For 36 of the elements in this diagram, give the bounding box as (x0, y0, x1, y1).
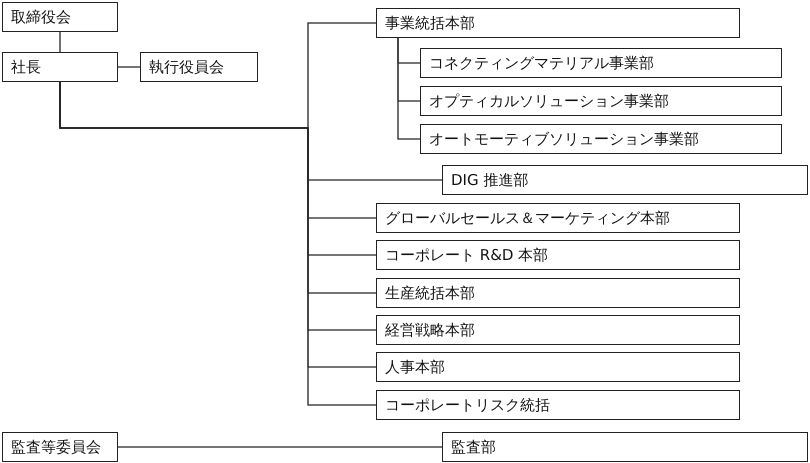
org-box (420, 48, 782, 78)
unit-label: オプティカルソリューション事業部 (429, 92, 669, 110)
connector-line (118, 66, 140, 68)
org-box (442, 432, 808, 462)
unit-label: 社長 (11, 58, 41, 76)
connector-line (397, 38, 420, 140)
org-box (420, 124, 782, 154)
unit-label: 執行役員会 (149, 58, 224, 76)
unit-label: 取締役会 (11, 8, 71, 26)
connector-line (59, 32, 61, 52)
unit-label: オートモーティブソリューション事業部 (429, 130, 699, 148)
org-box (376, 352, 740, 382)
connector-line (118, 446, 442, 448)
unit-label: DIG 推進部 (451, 170, 528, 190)
org-box (2, 432, 118, 462)
org-box (376, 390, 740, 420)
unit-label: グローバルセールス＆マーケティング本部 (385, 208, 670, 228)
org-box (420, 86, 782, 116)
unit-label: コーポレート R&D 本部 (385, 246, 548, 264)
unit-label: 事業統括本部 (385, 14, 475, 32)
org-box (376, 240, 740, 270)
org-box (442, 165, 808, 195)
unit-label: コーポレートリスク統括 (385, 396, 550, 414)
org-box (376, 278, 740, 308)
unit-label: 経営戦略本部 (385, 320, 475, 340)
org-box (2, 2, 118, 32)
org-box (2, 52, 118, 82)
unit-label: コネクティングマテリアル事業部 (429, 54, 654, 72)
unit-label: 監査部 (451, 438, 496, 456)
org-box (376, 203, 740, 233)
unit-label: 生産統括本部 (385, 284, 475, 302)
unit-label: 人事本部 (385, 358, 445, 376)
org-box (140, 52, 258, 82)
unit-label: 監査等委員会 (11, 438, 101, 456)
org-box (376, 315, 740, 345)
org-box (376, 8, 740, 38)
